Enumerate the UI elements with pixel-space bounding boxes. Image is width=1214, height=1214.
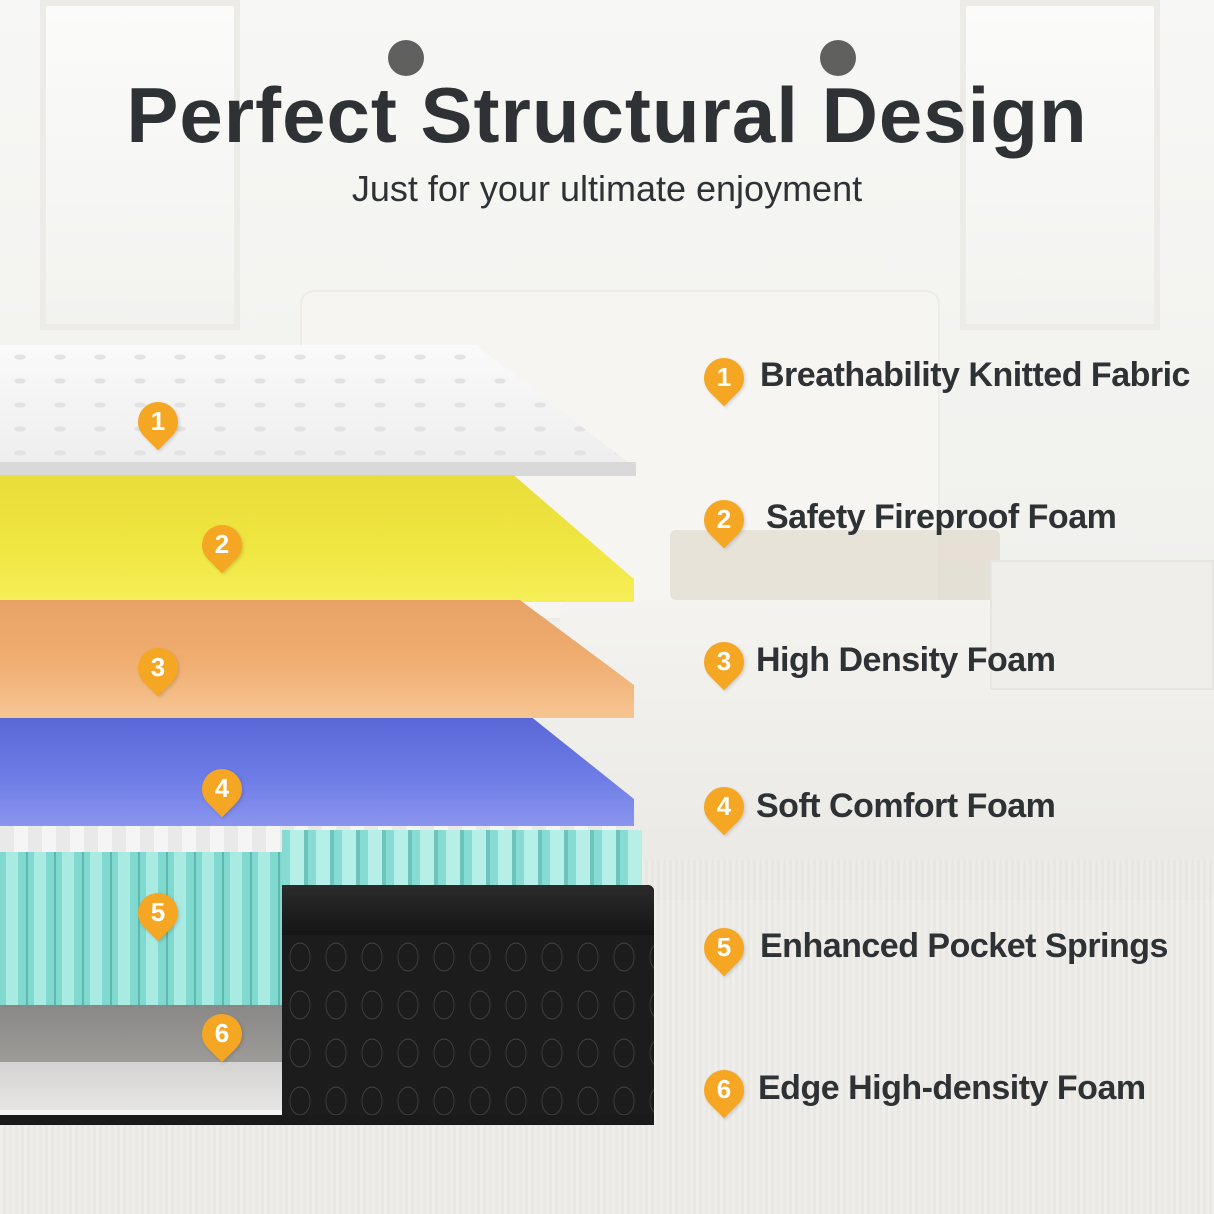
layer-knitted-fabric-edge (0, 462, 636, 476)
marker-number: 2 (214, 529, 230, 559)
legend-number: 2 (716, 504, 732, 534)
mattress-black-band (282, 885, 654, 935)
map-pin-icon: 2 (193, 516, 251, 574)
layer-fireproof-foam (0, 475, 634, 602)
legend-number: 1 (716, 362, 732, 392)
map-pin-icon: 6 (193, 1005, 251, 1063)
legend-label: Breathability Knitted Fabric (760, 356, 1190, 394)
marker-number: 3 (150, 652, 166, 682)
legend-number: 5 (716, 932, 732, 962)
page-subtitle: Just for your ultimate enjoyment (351, 168, 863, 209)
legend-number: 3 (716, 646, 732, 676)
legend-label: Soft Comfort Foam (756, 787, 1056, 825)
legend-number: 6 (716, 1074, 732, 1104)
marker-number: 1 (150, 406, 166, 436)
map-pin-icon: 5 (695, 919, 753, 977)
map-pin-icon: 3 (129, 639, 187, 697)
legend-label: Edge High-density Foam (758, 1069, 1146, 1107)
map-pin-icon: 3 (695, 633, 753, 691)
marker-number: 4 (214, 773, 230, 803)
marker-number: 6 (214, 1018, 230, 1048)
bg-lamp-left (388, 40, 424, 76)
bg-window-right (960, 0, 1160, 330)
layer-comfort-foam (0, 718, 634, 826)
bg-window-left (40, 0, 240, 330)
map-pin-icon: 5 (129, 884, 187, 942)
legend-label: Enhanced Pocket Springs (760, 927, 1168, 965)
map-pin-icon: 4 (193, 760, 251, 818)
legend-number: 4 (716, 791, 732, 821)
mattress-black-bottom (0, 1115, 654, 1125)
layer-edge-foam-base (0, 1062, 282, 1114)
map-pin-icon: 1 (129, 393, 187, 451)
map-pin-icon: 6 (695, 1061, 753, 1119)
page-title: Perfect Structural Design (126, 71, 1088, 159)
bg-shelf (990, 560, 1214, 690)
marker-number: 5 (150, 897, 166, 927)
map-pin-icon: 1 (695, 349, 753, 407)
bg-lamp-right (820, 40, 856, 76)
layer-pocket-springs (0, 852, 282, 1007)
map-pin-icon: 2 (695, 491, 753, 549)
layer-high-density-foam (0, 600, 634, 718)
legend-label: Safety Fireproof Foam (766, 498, 1117, 536)
legend-label: High Density Foam (756, 641, 1056, 679)
map-pin-icon: 4 (695, 778, 753, 836)
layer-pocket-springs-back (282, 830, 642, 890)
